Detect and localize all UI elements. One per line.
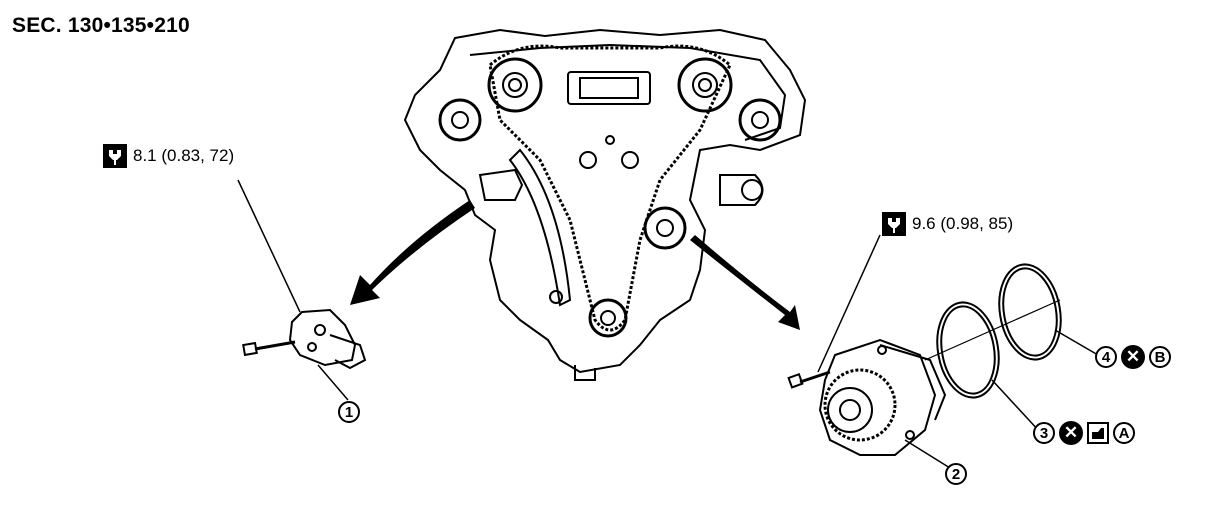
crank-sprocket <box>588 298 628 338</box>
idler-sprocket <box>643 206 687 250</box>
callout-part-4: 4 ✕ B <box>1095 345 1171 369</box>
sprocket-exhaust-left <box>438 98 482 142</box>
callout-part-2: 2 <box>945 463 967 485</box>
timing-chain <box>488 44 732 332</box>
torque-value-water-pump: 9.6 (0.98, 85) <box>912 214 1014 233</box>
torque-wrench-icon <box>103 144 127 168</box>
o-ring-4 <box>998 263 1062 361</box>
section-label: SEC. 130•135•210 <box>12 14 190 37</box>
chain-tensioner <box>242 308 367 370</box>
part-number-1: 1 <box>338 401 360 423</box>
x-circle-icon: ✕ <box>1059 421 1083 445</box>
callout-part-3: 3 ✕ A <box>1033 421 1135 445</box>
arrow-right <box>690 235 800 330</box>
x-circle-icon: ✕ <box>1121 345 1145 369</box>
torque-spec-tensioner: 8.1 (0.83, 72) <box>103 144 234 168</box>
water-pump <box>787 338 951 469</box>
torque-value-tensioner: 8.1 (0.83, 72) <box>133 146 235 165</box>
sprocket-intake-right <box>677 57 733 113</box>
sprocket-exhaust-right <box>738 98 782 142</box>
torque-spec-water-pump: 9.6 (0.98, 85) <box>882 212 1013 236</box>
sprocket-intake-left <box>487 57 543 113</box>
oil-can-icon <box>1087 422 1109 444</box>
reference-b: B <box>1149 346 1171 368</box>
front-cover-outline <box>403 28 807 374</box>
torque-wrench-icon <box>882 212 906 236</box>
callout-part-1: 1 <box>338 401 360 423</box>
arrow-left <box>350 200 475 305</box>
part-number-2: 2 <box>945 463 967 485</box>
o-ring-3 <box>936 301 1000 399</box>
part-number-3: 3 <box>1033 422 1055 444</box>
part-number-4: 4 <box>1095 346 1117 368</box>
reference-a: A <box>1113 422 1135 444</box>
